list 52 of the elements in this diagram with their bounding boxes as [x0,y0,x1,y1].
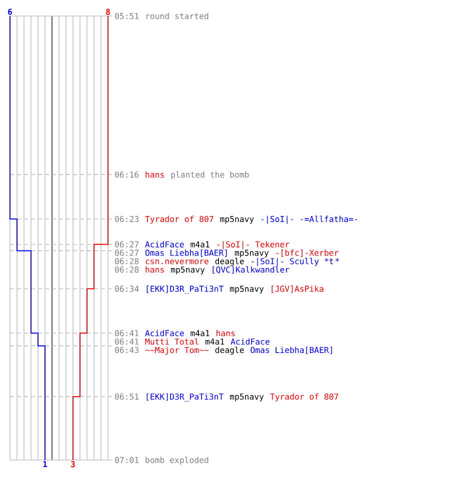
player-name: [EKK]D3R_PaTi3nT [146,286,224,294]
player-name: AcidFace [145,241,184,248]
weapon-name: deagle [215,346,244,355]
count-label: 6 [8,8,12,15]
player-name: -[bfc]-Xerber [276,250,338,257]
player-name: hans [216,330,235,336]
player-name: Omas Liebha[BAER] [250,346,332,354]
player-name: [JGV]AsPika [272,286,324,293]
player-name: Tyrador of 807 [145,216,214,224]
timestamp: 07:01 [115,456,139,464]
count-label: 8 [106,8,110,15]
timestamp: 06:41 [115,338,139,345]
weapon-name: mp5navy [234,250,269,258]
player-name: -|SoI|- Tekener [217,241,290,250]
timestamp: 05:51 [115,12,139,20]
timestamp: 06:41 [115,330,139,336]
player-name: -|SoI|- Scully *t [252,258,334,266]
count-label: 3 [71,461,75,468]
count-label: 1 [43,461,48,468]
player-name: Tyrador of 807 [270,393,338,402]
timestamp: 06:16 [115,172,139,178]
weapon-name: mp5navy [230,286,264,294]
timestamp: 06:43 [115,346,138,354]
timestamp: 06:28 [115,258,139,264]
player-name: Mutti Total [145,338,198,345]
player-name: * [336,258,340,262]
timestamp: 06:23 [115,216,138,222]
event-text: bomb exploded [146,456,208,465]
player-name: ~~Major Tom~~ [145,346,209,355]
player-name: hans [146,266,164,273]
timestamp: 06:34 [115,286,139,292]
timestamp: 06:27 [115,250,138,256]
event-text: round started [146,12,208,20]
player-name: [QVC]Kalkwandler [212,266,290,274]
player-name: csn.nevermore [146,260,208,264]
weapon-name: m4a1 [205,338,224,345]
timestamp: 06:28 [115,266,139,273]
weapon-name: m4a1 [190,330,210,336]
weapon-name: mp5navy [171,266,205,274]
player-name: AcidFace [230,338,270,345]
player-name: -|SoI|- -=Allfatha=- [262,216,357,224]
timestamp: 06:27 [115,241,138,248]
weapon-name: deagle [215,258,244,266]
player-name: [EKK]D3R_PaTi3nT [146,393,224,402]
player-name: Omas Liebha[BAER] [145,250,227,257]
timestamp: 06:51 [115,394,139,400]
event-text: planted the bomb [171,171,249,180]
weapon-name: mp5navy [220,216,254,224]
player-name: hans [146,171,164,178]
player-name: AcidFace [145,330,184,336]
weapon-name: mp5navy [230,394,264,402]
weapon-name: m4a1 [190,241,210,248]
